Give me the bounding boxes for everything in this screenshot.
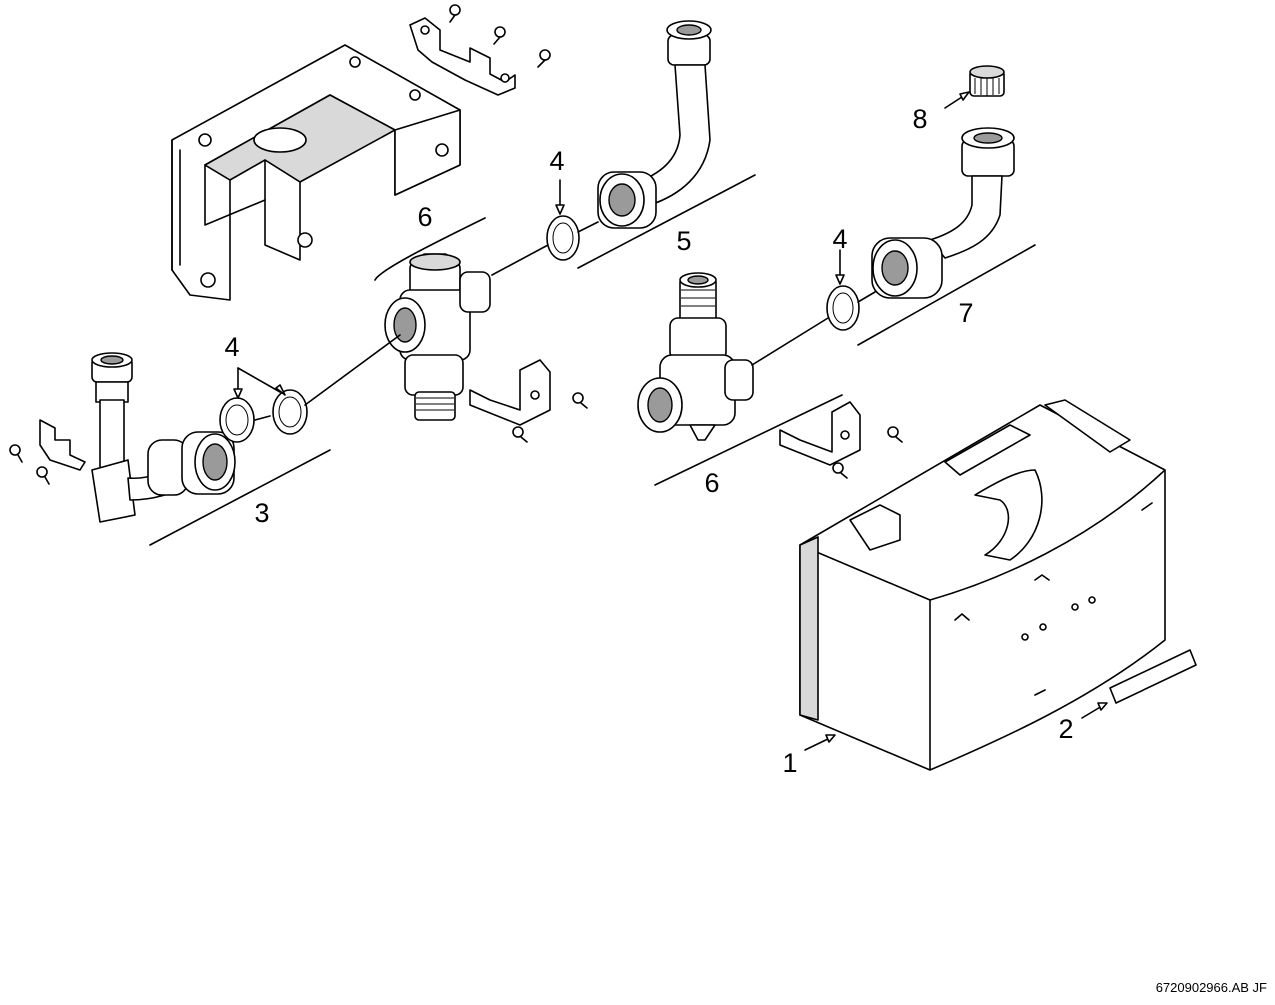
callout-leader-lines <box>233 91 1108 751</box>
callout-4-left: 4 <box>224 332 239 362</box>
callout-7: 7 <box>958 298 973 328</box>
seal-ring <box>826 285 860 331</box>
bracket-clip <box>409 17 516 96</box>
valve-clip <box>469 359 551 426</box>
screw-icon <box>449 4 461 23</box>
connection-pipe <box>871 127 1015 299</box>
callout-3: 3 <box>254 498 269 528</box>
screw-icon <box>537 49 551 68</box>
screw-icon <box>36 466 50 485</box>
screw-icon <box>832 462 848 479</box>
assembly-axis-lines <box>254 221 876 421</box>
callout-5: 5 <box>676 226 691 256</box>
shutoff-valve <box>637 272 754 441</box>
appliance-cover <box>799 399 1166 771</box>
shutoff-valve <box>384 253 491 421</box>
seal-ring <box>219 397 255 443</box>
seal-ring <box>272 389 308 435</box>
callout-2: 2 <box>1058 714 1073 744</box>
callout-4-right: 4 <box>832 224 847 254</box>
screw-icon <box>887 426 903 443</box>
screw-icon <box>572 392 588 409</box>
valve-clip <box>779 401 861 466</box>
connection-pipe <box>597 20 712 229</box>
callout-8: 8 <box>912 104 927 134</box>
screw-icon <box>9 444 23 463</box>
mounting-bracket <box>171 44 461 301</box>
document-reference: 6720902966.AB JF <box>1156 980 1267 995</box>
grouping-brackets <box>149 174 1036 546</box>
pipe-clip <box>39 419 86 471</box>
screw-icon <box>512 426 528 443</box>
label-strip <box>1109 649 1197 704</box>
callout-6-upper: 6 <box>417 202 432 232</box>
callout-4-middle: 4 <box>549 146 564 176</box>
callout-labels: 1 2 3 4 4 4 5 6 6 7 8 <box>224 104 1073 778</box>
callout-1: 1 <box>782 748 797 778</box>
callout-6-lower: 6 <box>704 468 719 498</box>
seal-ring <box>546 215 580 261</box>
strainer-filter <box>969 65 1005 97</box>
screw-icon <box>493 26 506 45</box>
outlet-pipe-assembly <box>91 352 236 523</box>
